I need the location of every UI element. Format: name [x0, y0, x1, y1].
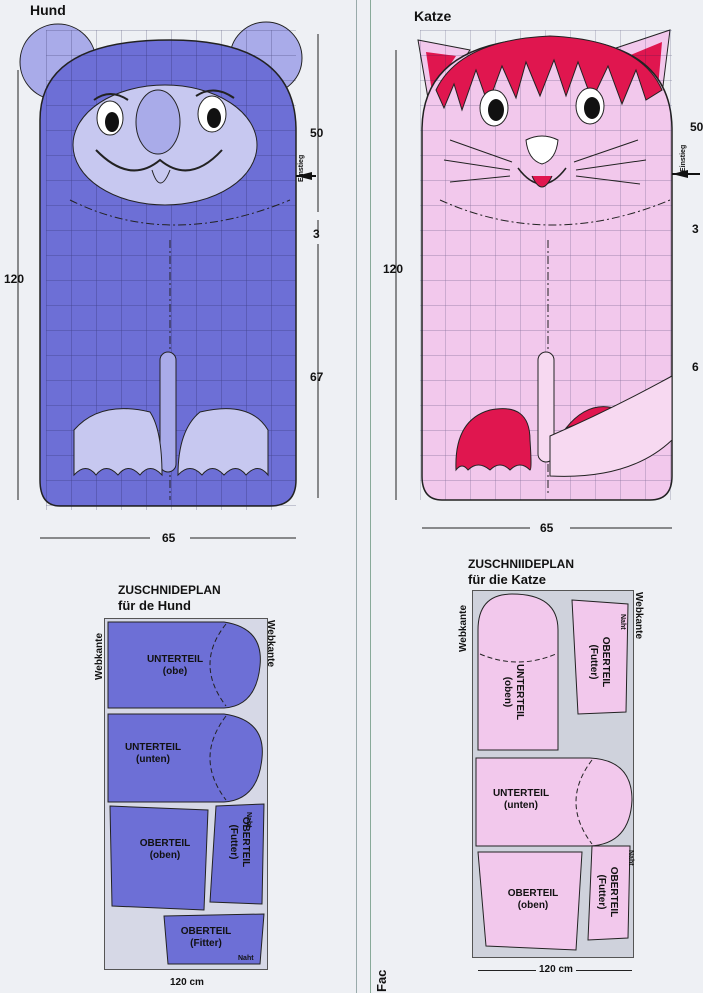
- cat-plan-selvage-right: Webkante: [633, 592, 644, 640]
- dog-plan-piece-4-note: Naht: [245, 812, 252, 828]
- cat-dim-mid: 3: [692, 222, 699, 236]
- dog-plan-piece-3-sub: (oben): [149, 850, 181, 861]
- cat-title: Katze: [414, 8, 452, 24]
- dog-plan-piece-1-name: UNTERTEIL: [146, 654, 204, 665]
- dog-plan-piece-1-sub: (obe): [162, 666, 188, 677]
- dog-plan-piece-2-name: UNTERTEIL: [124, 742, 182, 753]
- dog-plan-piece-4-sub: (Futter): [228, 824, 239, 860]
- dog-plan-title-line2: für de Hund: [118, 598, 191, 613]
- cat-plan-piece-1-name: UNTERTEIL: [514, 663, 525, 721]
- dog-dim-mid: 3: [313, 227, 320, 241]
- dog-plan-piece-5-note: Naht: [238, 955, 254, 962]
- dog-plan-piece-5-sub: (Fitter): [190, 938, 222, 949]
- cat-plan-piece-1: UNTERTEIL (oben): [501, 657, 525, 727]
- cat-plan-piece-2: OBERTEIL (Futter): [587, 627, 611, 697]
- dog-plan-piece-2-sub: (unten): [136, 754, 170, 765]
- dog-pattern: [17, 21, 319, 539]
- dog-nose: [135, 89, 181, 155]
- cat-plan-piece-2-name: OBERTEIL: [600, 636, 611, 688]
- cat-entry-label: Einstieg: [680, 144, 687, 172]
- cat-nose: [525, 135, 559, 165]
- footer-cut-text: Fac: [374, 969, 389, 992]
- dog-title: Hund: [30, 2, 66, 18]
- cat-plan-piece-2-note: Naht: [619, 614, 626, 630]
- cat-plan-piece-5: OBERTEIL (Futter): [595, 857, 619, 927]
- dog-paw-right: [177, 408, 269, 477]
- dog-plan-piece-3: OBERTEIL (oben): [130, 838, 200, 862]
- cat-plan-piece-3: UNTERTEIL (unten): [486, 788, 556, 812]
- cat-dim-width: 65: [540, 521, 554, 535]
- dog-paw-left: [73, 408, 163, 477]
- cat-dim-bottom: 6: [692, 360, 699, 374]
- center-divider: [356, 0, 357, 993]
- cat-plan-piece-3-name: UNTERTEIL: [492, 788, 550, 799]
- dog-entry-label: Einstieg: [298, 154, 305, 182]
- cat-plan-piece-4-name: OBERTEIL: [507, 888, 559, 899]
- cat-pattern: [395, 29, 700, 529]
- dog-plan-piece-1: UNTERTEIL (obe): [140, 654, 210, 678]
- cat-dim-total: 120: [383, 262, 404, 276]
- dog-plan-shapes: [107, 621, 265, 965]
- dog-plan-piece-5: OBERTEIL (Fitter): [176, 926, 236, 950]
- cat-plan-piece-3-sub: (unten): [504, 800, 538, 811]
- cat-plan-piece-4-sub: (oben): [517, 900, 549, 911]
- cat-plan-width: 120 cm: [536, 964, 576, 975]
- cat-plan-piece-1-sub: (oben): [502, 676, 513, 708]
- dog-plan-width: 120 cm: [170, 977, 204, 988]
- dog-dim-bottom: 67: [310, 370, 324, 384]
- dog-dim-top: 50: [310, 126, 324, 140]
- dog-dim-width: 65: [162, 531, 176, 545]
- dog-plan-title: ZUSCHNIDEPLAN für de Hund: [118, 583, 221, 613]
- cat-dim-top: 50: [690, 120, 703, 134]
- cat-plan-title-line2: für die Katze: [468, 572, 547, 587]
- dog-dim-total: 120: [4, 272, 25, 286]
- dog-plan-piece-3-name: OBERTEIL: [139, 838, 191, 849]
- cat-plan-selvage-left: Webkante: [458, 604, 469, 652]
- dog-plan-title-line1: ZUSCHNIDEPLAN: [118, 583, 221, 597]
- cat-tail: [549, 375, 673, 477]
- cat-plan-piece-4: OBERTEIL (oben): [498, 888, 568, 912]
- cat-plan-shapes: [475, 593, 633, 951]
- center-divider-2: [370, 0, 371, 993]
- cat-plan-piece-5-name: OBERTEIL: [608, 866, 619, 918]
- cat-paw: [455, 408, 532, 472]
- cat-plan-title: ZUSCHNIIDEPLAN für die Katze: [468, 557, 574, 587]
- dog-plan-piece-2: UNTERTEIL (unten): [118, 742, 188, 766]
- dog-plan-piece-5-name: OBERTEIL: [180, 926, 232, 937]
- cat-plan-piece-5-sub: (Futter): [596, 874, 607, 910]
- cat-plan-piece-5-note: Naht: [627, 850, 634, 866]
- cat-plan-piece-2-sub: (Futter): [588, 644, 599, 680]
- cat-plan-title-line1: ZUSCHNIIDEPLAN: [468, 557, 575, 571]
